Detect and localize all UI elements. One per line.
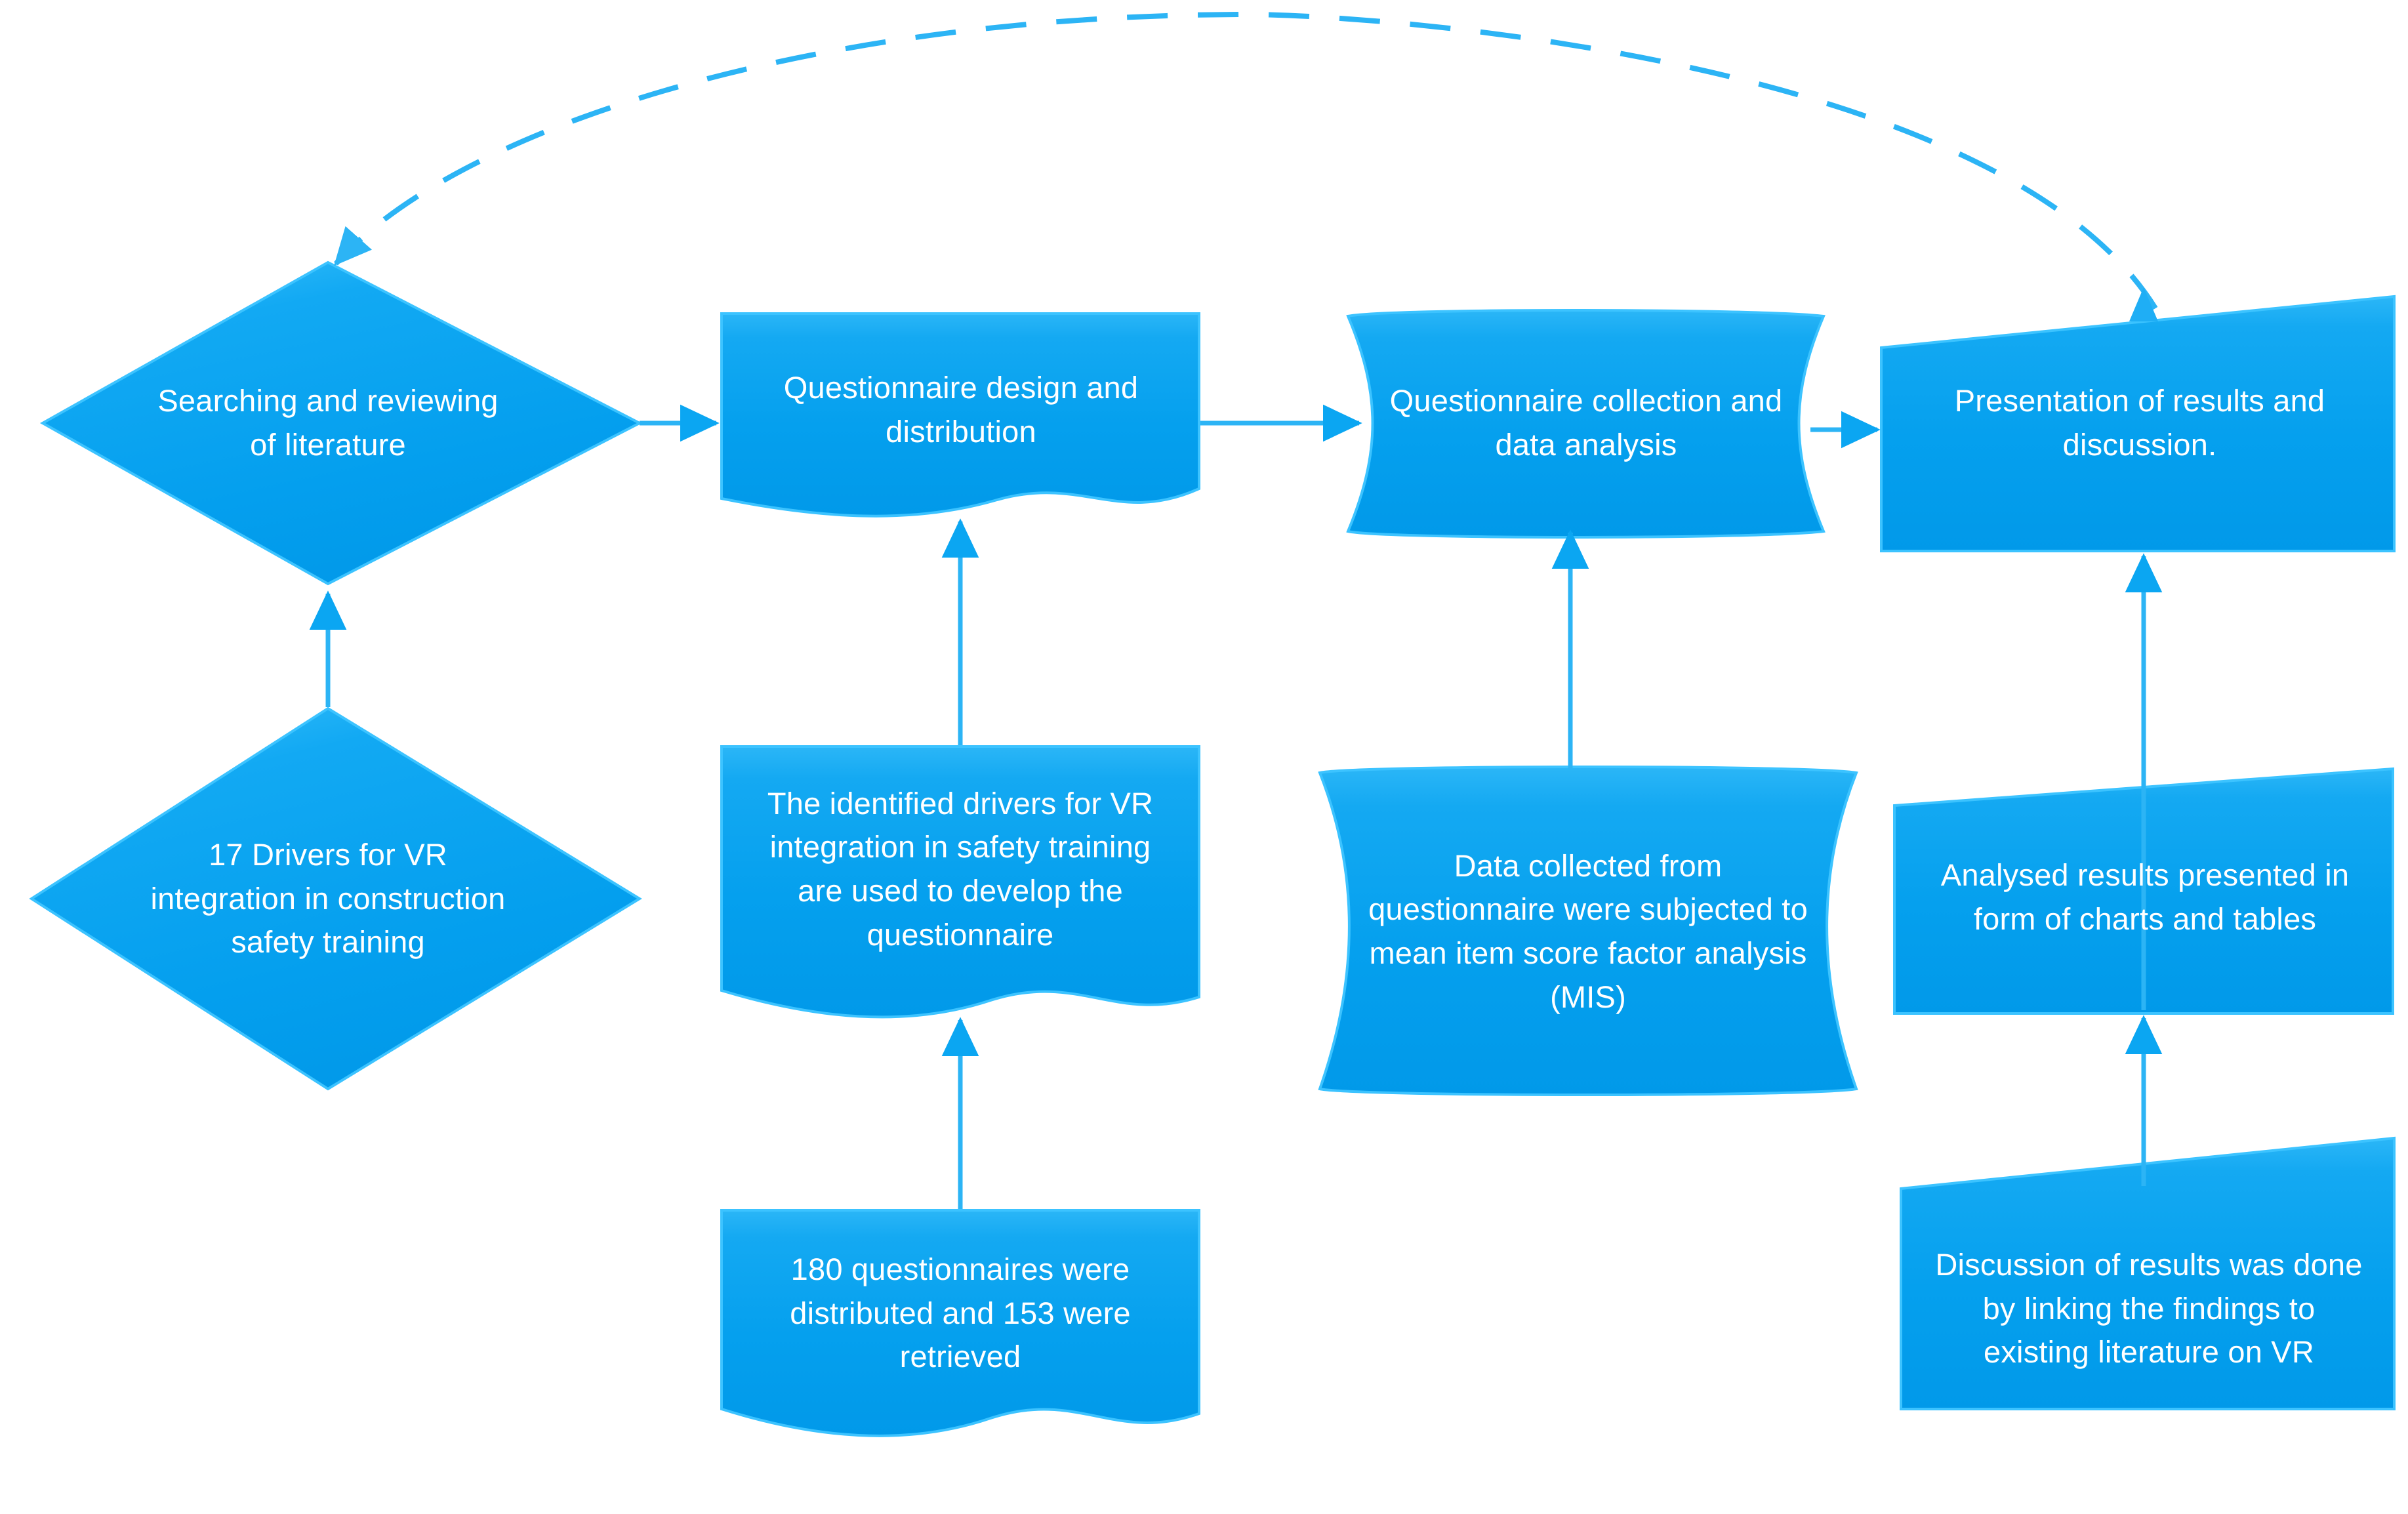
punched-tape-shape <box>1318 766 1858 1096</box>
document-shape <box>720 745 1200 1019</box>
node-questionnaire-design-distribution[interactable] <box>720 312 1200 518</box>
node-drivers-vr-integration[interactable] <box>29 706 642 1091</box>
punched-tape-shape <box>1346 309 1826 539</box>
connector-presentation-back-to-literature <box>334 11 2158 310</box>
diamond-shape <box>29 706 642 1091</box>
document-shape <box>720 1209 1200 1437</box>
skewed-rectangle-shape <box>1880 295 2396 552</box>
skewed-rectangle-shape <box>1900 1136 2396 1410</box>
node-questionnaires-distributed-retrieved[interactable] <box>720 1209 1200 1437</box>
node-identified-drivers-develop-questionnaire[interactable] <box>720 745 1200 1019</box>
node-searching-reviewing-literature[interactable] <box>39 260 643 586</box>
node-discussion-linking-literature[interactable] <box>1900 1136 2396 1410</box>
node-questionnaire-collection-data-analysis[interactable] <box>1346 309 1826 539</box>
document-shape <box>720 312 1200 518</box>
node-data-collected-mis[interactable] <box>1318 766 1858 1096</box>
arrowhead-into-presentation-top <box>2129 287 2158 321</box>
diamond-shape <box>39 260 643 586</box>
node-presentation-results-discussion[interactable] <box>1880 295 2396 552</box>
